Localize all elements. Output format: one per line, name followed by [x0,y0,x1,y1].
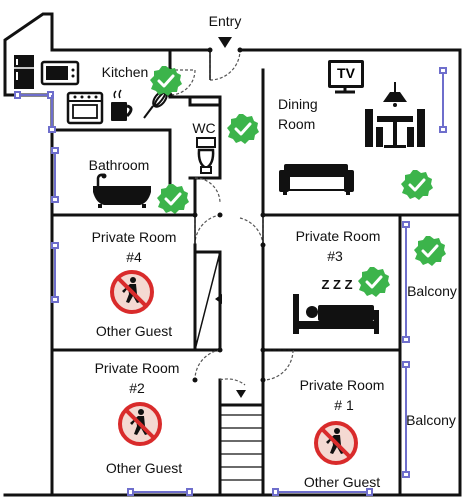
private-room-2-number: #2 [129,380,145,396]
kitchen-check-icon [149,64,183,98]
dining-table-icon [365,82,425,148]
stairs-upper-arrow [215,294,222,304]
private-room-3-check-icon [357,265,391,299]
bathroom-label: Bathroom [88,157,150,173]
private-room-2-guest: Other Guest [105,460,183,476]
outer-wall-top-right [3,48,462,497]
private-room-3-number: #3 [327,248,343,264]
dining-room-label-line1: Dining [278,96,318,112]
private-room-4-label: Private Room [91,229,177,245]
wall-wc-top [188,95,222,107]
toilet-icon [196,137,216,174]
sofa-icon [279,164,354,195]
private-room-4-number: #4 [126,249,142,265]
wc-check-icon [226,112,260,146]
microwave-icon [40,60,80,86]
private-room-4-no-entry-icon [110,270,154,314]
coffee-mug-icon [111,89,133,121]
balcony-upper-label: Balcony [407,283,457,299]
stove-icon [66,91,104,125]
private-room-1-guest: Other Guest [303,474,381,490]
bed-icon [293,294,379,334]
dining-room-label-line2: Room [278,116,316,132]
bathtub-icon [93,173,151,208]
tv-label: TV [337,65,355,81]
private-room-2-no-entry-icon [118,402,162,446]
stairs-lower-arrow [236,390,246,398]
entry-label: Entry [208,13,242,29]
private-room-3-label: Private Room [295,228,381,244]
balcony-lower-label: Balcony [406,412,456,428]
private-room-1-no-entry-icon [314,421,358,465]
private-room-2-label: Private Room [94,360,180,376]
entry-arrow-icon [218,37,232,48]
wc-label: WC [192,120,216,136]
private-room-1-number: # 1 [334,397,354,413]
outer-wall [3,12,212,97]
balcony-upper-check-icon [413,234,447,268]
kitchen-label: Kitchen [101,64,149,80]
dining-check-icon [400,168,434,202]
private-room-4-guest: Other Guest [95,323,173,339]
fridge-icon [14,55,34,89]
tv-icon: TV [328,60,364,88]
stairs-upper-diagonal [194,251,221,351]
private-room-1-label: Private Room [299,377,385,393]
bathroom-check-icon [156,182,190,216]
sleep-zzz: Z Z Z [321,277,353,292]
